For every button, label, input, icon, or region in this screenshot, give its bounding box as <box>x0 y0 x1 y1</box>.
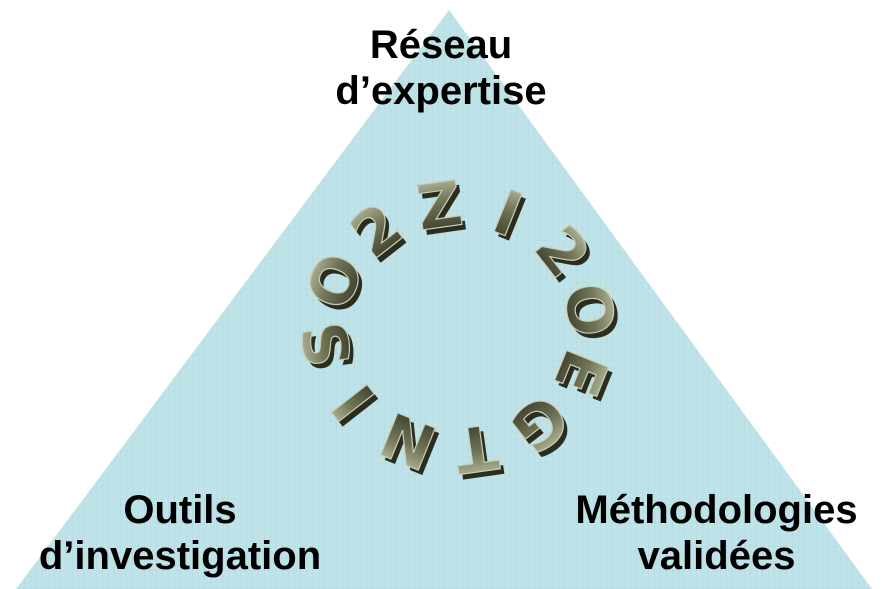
ring-letter: S <box>288 317 367 371</box>
ring-letter: Z <box>412 167 467 246</box>
ring-letter: T <box>450 409 502 487</box>
label-right-line1: Méthodologies <box>575 488 858 532</box>
label-methodologies-validees: Méthodologies validées <box>550 487 883 579</box>
label-top-line1: Réseau <box>369 23 513 67</box>
label-reseau-expertise: Réseau d’expertise <box>291 22 591 114</box>
pyramid-triangle <box>16 10 872 589</box>
ring-letter: O <box>549 279 629 341</box>
ring-letter-shadow: S <box>292 322 371 376</box>
label-top-line2: d’expertise <box>335 69 547 113</box>
ring-letter-shadow: O <box>553 284 633 346</box>
ring-letter-shadow: T <box>454 414 506 492</box>
label-left-line2: d’investigation <box>38 534 322 578</box>
label-right-line2: validées <box>637 534 796 578</box>
ring-letter-shadow: Z <box>416 172 471 251</box>
label-outils-investigation: Outils d’investigation <box>0 487 360 579</box>
label-left-line1: Outils <box>123 488 237 532</box>
